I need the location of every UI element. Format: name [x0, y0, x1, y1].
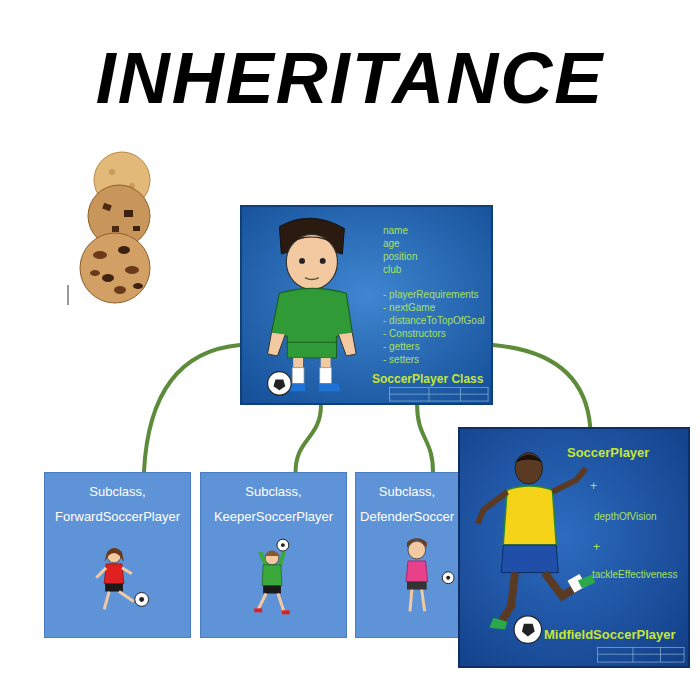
- diagram-title: INHERITANCE: [0, 42, 700, 114]
- field-name: position: [383, 251, 417, 263]
- subclass-box: Subclass, DefenderSoccer: [355, 472, 459, 638]
- class-name: SoccerPlayer Class: [372, 372, 483, 386]
- inheritance-link: [144, 345, 240, 472]
- class-name: MidfieldSoccerPlayer: [544, 627, 676, 643]
- plus-sign: +: [590, 479, 597, 493]
- subclass-box: Subclass, KeeperSoccerPlayer: [200, 472, 347, 638]
- method-name: - distanceToTopOfGoal: [383, 315, 485, 327]
- added-field: depthOfVision: [594, 511, 657, 523]
- base-class-box: nameagepositionclub- playerRequirements-…: [240, 205, 493, 405]
- inheritance-link: [296, 405, 321, 472]
- plus-sign: +: [593, 540, 600, 554]
- subclass-label: Subclass, ForwardSoccerPlayer: [49, 479, 186, 529]
- subclass-label: Subclass, KeeperSoccerPlayer: [205, 479, 342, 529]
- method-name: - Constructors: [383, 328, 446, 340]
- subclass-detail-box: SoccerPlayer + depthOfVision + tackleEffecti…: [458, 427, 690, 668]
- method-name: - getters: [383, 341, 420, 353]
- subclass-label: Subclass, DefenderSoccer: [360, 479, 454, 529]
- subclass-box: Subclass, ForwardSoccerPlayer: [44, 472, 191, 638]
- cookies: [80, 152, 150, 303]
- added-field: tackleEffectiveness: [592, 569, 677, 581]
- method-name: - setters: [383, 354, 419, 366]
- field-name: club: [383, 264, 401, 276]
- base-class-name: SoccerPlayer: [567, 445, 649, 461]
- method-name: - playerRequirements: [383, 289, 479, 301]
- field-name: age: [383, 238, 400, 250]
- field-name: name: [383, 225, 408, 237]
- tick-mark: [67, 285, 69, 305]
- inheritance-link: [493, 345, 590, 427]
- inheritance-link: [417, 405, 433, 472]
- method-name: - nextGame: [383, 302, 435, 314]
